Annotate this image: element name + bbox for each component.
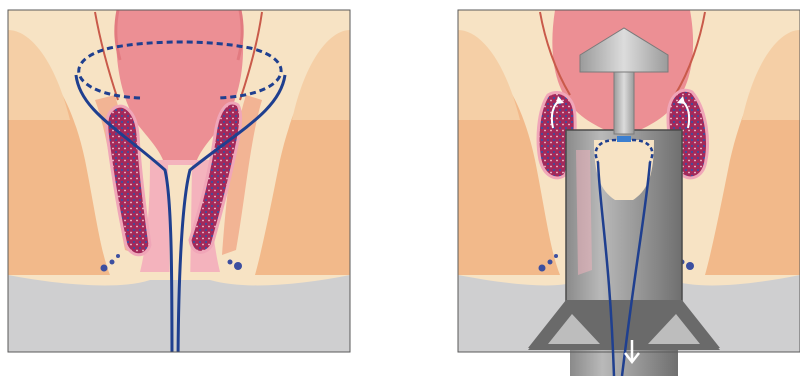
stapler-anvil-shaft xyxy=(614,72,634,134)
panel-before xyxy=(8,10,350,376)
